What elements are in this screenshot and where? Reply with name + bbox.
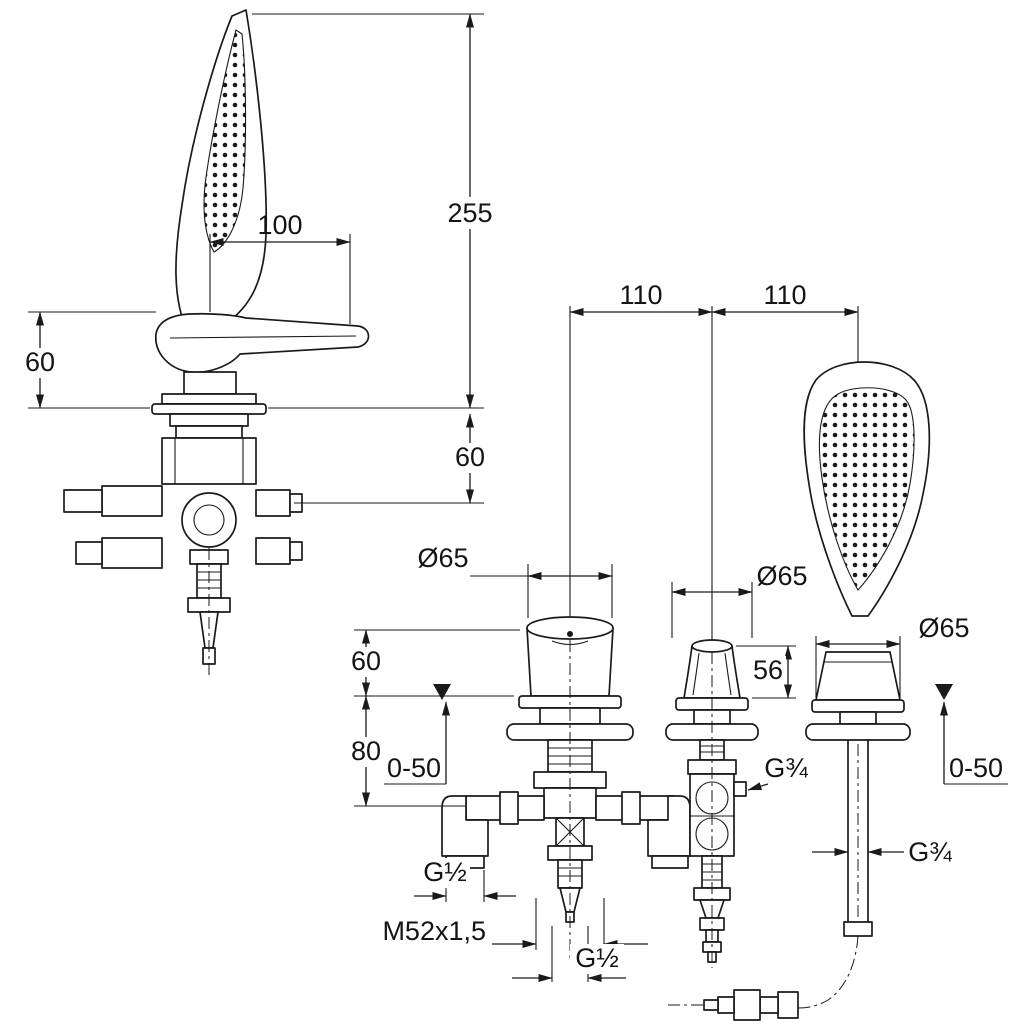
- holder-escutcheon: [805, 723, 911, 741]
- mixer-side-view: [63, 9, 370, 676]
- dim-under-deck-depth: 80: [351, 736, 381, 766]
- hose-fitting: [777, 991, 799, 1019]
- dim-holder-dia: Ø65: [918, 613, 969, 643]
- dim-mount-thread: M52x1,5: [382, 916, 486, 946]
- dimensions-mixer-trim: Ø65 60 80 0-50 G½ M52x1,5 G½: [344, 543, 648, 982]
- dim-deck-thickness-left: 0-50: [387, 753, 441, 783]
- dimensions-holder: Ø65 0-50 G¾: [812, 613, 1008, 867]
- dim-diverter-thread: G¾: [764, 753, 808, 783]
- base-escutcheon: [151, 403, 267, 415]
- right-port-upper: [255, 489, 291, 517]
- mixer-knob-top: [526, 616, 614, 640]
- dim-deck-to-outlet: 60: [455, 442, 485, 472]
- handshower-front-spray-face: [818, 387, 915, 591]
- handshower-spray-face: [203, 29, 247, 253]
- mixer-trim-front-view: [441, 616, 691, 958]
- handle-stem: [183, 371, 237, 395]
- dim-handle-length: 100: [257, 210, 302, 240]
- dimensions-spacing: 110 110: [569, 280, 859, 642]
- right-port-lower: [255, 537, 291, 565]
- dimensions-left: 100 255 60 60: [20, 13, 500, 504]
- dim-spacing-left: 110: [619, 280, 662, 310]
- deck-marker-right: [935, 684, 953, 700]
- handshower-holder-front-view: [668, 361, 931, 1021]
- dim-inlet-thread: G½: [423, 857, 467, 887]
- dim-spacing-right: 110: [763, 280, 806, 310]
- lever-handle: [155, 312, 370, 374]
- holder-cone: [815, 651, 901, 701]
- check-valve: [733, 989, 761, 1021]
- dim-mixer-trim-dia: Ø65: [417, 543, 468, 573]
- dim-diverter-knob-height: 56: [753, 655, 783, 685]
- dim-hose-thread: G¾: [908, 837, 952, 867]
- left-port-upper: [101, 485, 163, 517]
- dim-total-height: 255: [447, 198, 492, 228]
- valve-body: [161, 437, 257, 485]
- diverter-knob-top: [691, 639, 733, 653]
- left-port-lower: [101, 537, 163, 569]
- hose-centerline: [797, 935, 859, 1009]
- dim-handle-height: 60: [25, 347, 55, 377]
- dim-deck-thickness-right: 0-50: [949, 753, 1003, 783]
- dim-diverter-trim-dia: Ø65: [756, 561, 807, 591]
- dimensions-diverter: Ø65 56 G¾: [671, 561, 808, 791]
- valve-union: [181, 492, 237, 548]
- inlet-elbow-left: [441, 795, 489, 857]
- diverter-trim-front-view: [665, 639, 759, 968]
- dim-outlet-thread: G½: [575, 943, 619, 973]
- dim-mixer-knob-height: 60: [351, 646, 381, 676]
- deck-marker-left: [433, 684, 451, 700]
